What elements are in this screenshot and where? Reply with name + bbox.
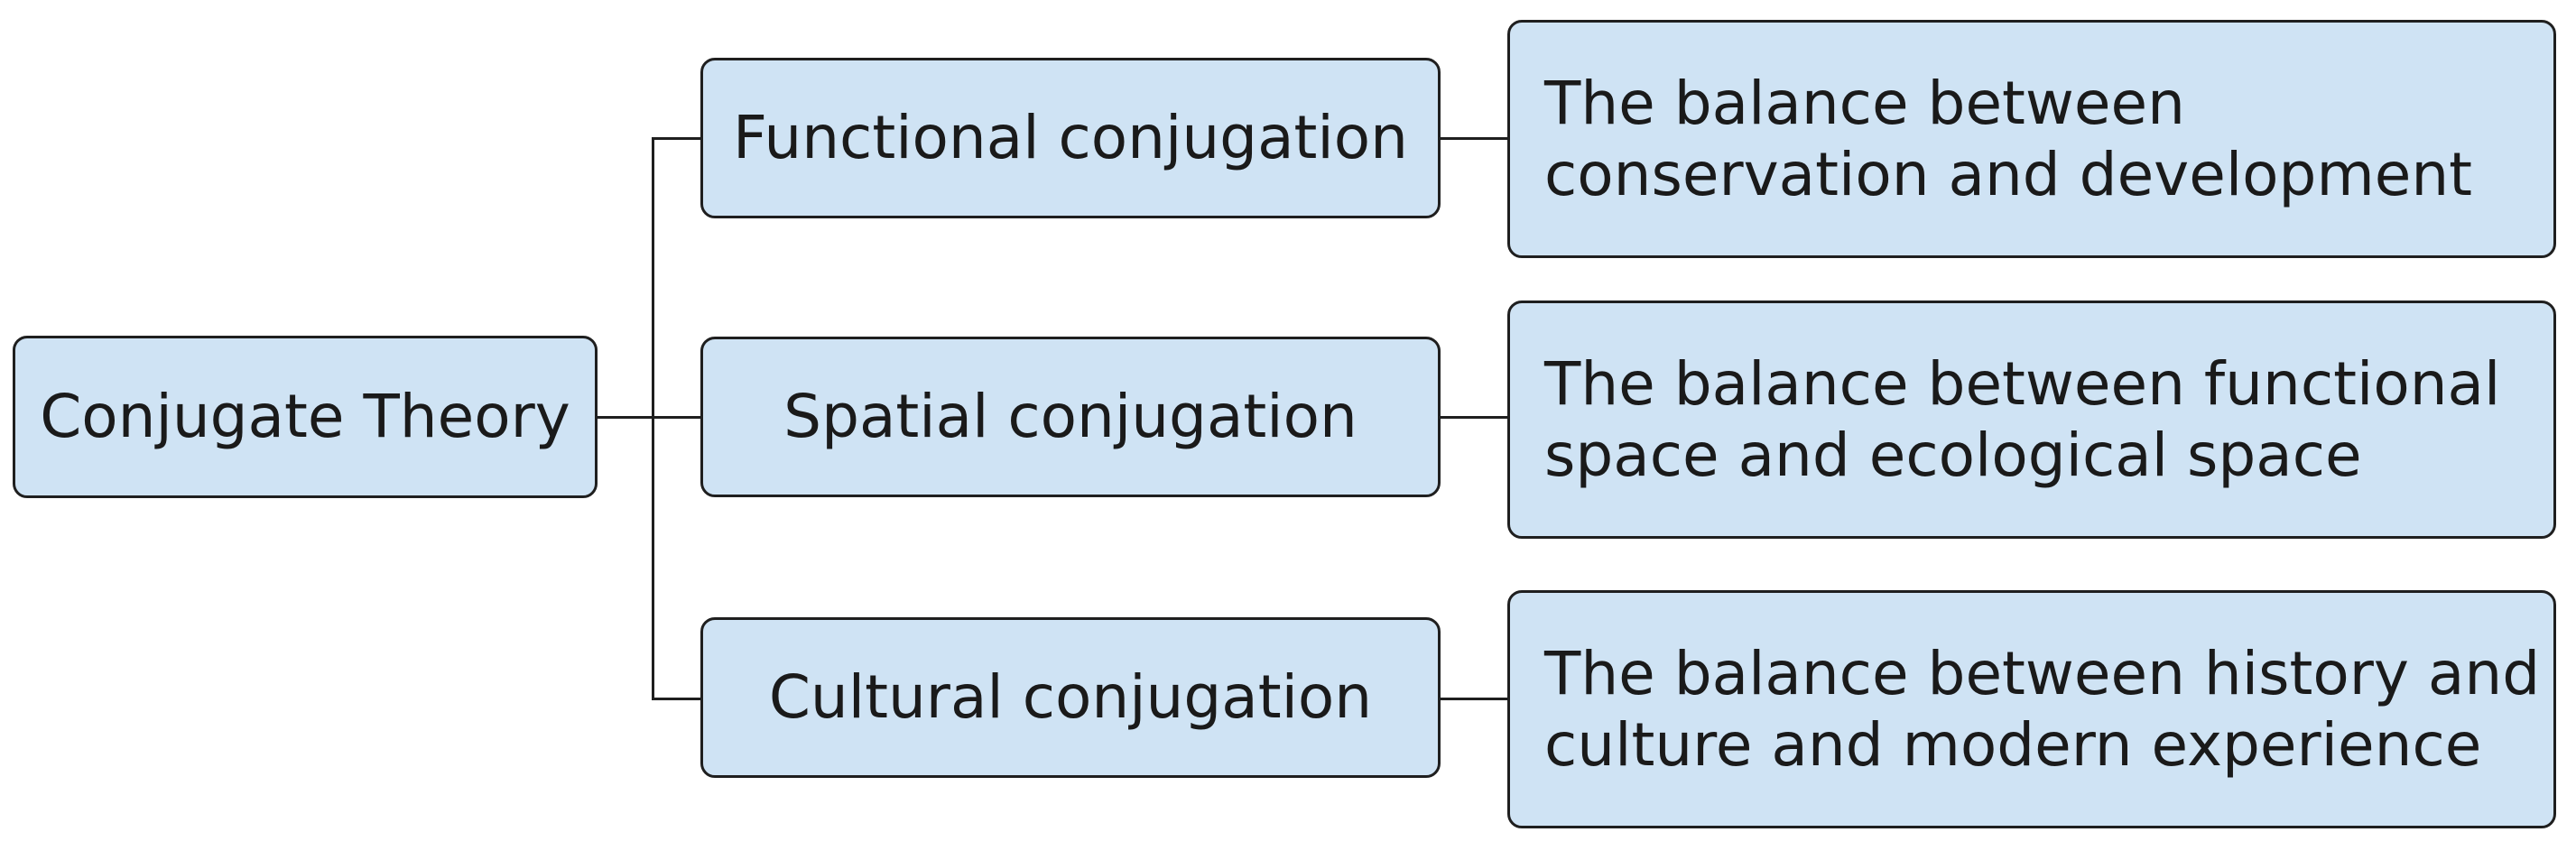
description-line: culture and modern experience — [1544, 710, 2482, 780]
root-node: Conjugate Theory — [13, 336, 598, 498]
connector-vertical-trunk — [652, 137, 654, 700]
connector-functional-to-description — [1441, 137, 1507, 140]
branch-node-label: Functional conjugation — [733, 103, 1408, 173]
branch-node-functional: Functional conjugation — [700, 58, 1441, 218]
connector-to-functional — [652, 137, 700, 140]
branch-node-spatial: Spatial conjugation — [700, 337, 1441, 497]
branch-node-label: Cultural conjugation — [768, 662, 1373, 733]
connector-spatial-to-description — [1441, 416, 1507, 419]
description-line: The balance between functional — [1544, 348, 2501, 419]
branch-node-cultural: Cultural conjugation — [700, 617, 1441, 778]
connector-to-cultural — [652, 698, 700, 700]
root-node-label: Conjugate Theory — [40, 382, 570, 452]
branch-node-label: Spatial conjugation — [783, 382, 1357, 452]
description-line: The balance between — [1544, 68, 2185, 138]
connector-root-trunk — [598, 416, 654, 419]
description-line: The balance between history and — [1544, 638, 2541, 708]
description-line: conservation and development — [1544, 140, 2473, 209]
connector-cultural-to-description — [1441, 698, 1507, 700]
connector-to-spatial — [652, 416, 700, 419]
description-node-cultural: The balance between history and culture … — [1507, 590, 2556, 828]
description-node-spatial: The balance between functional space and… — [1507, 301, 2556, 539]
description-node-functional: The balance between conservation and dev… — [1507, 20, 2556, 258]
description-line: space and ecological space — [1544, 421, 2362, 490]
